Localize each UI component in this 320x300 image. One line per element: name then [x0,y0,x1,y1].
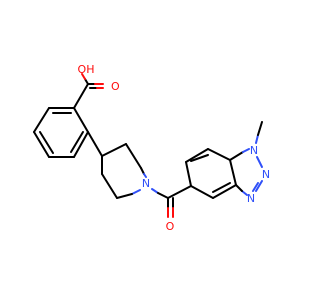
bond [167,185,192,199]
bond [81,73,86,80]
bond [185,148,209,163]
triazole-n-label: N [247,192,255,205]
bond [73,107,89,133]
bond [207,148,231,161]
carboxyl-group: OH O [73,63,120,109]
bond [256,156,263,168]
bond [242,148,250,153]
molecule-structure: OH O N O [33,63,270,233]
bond [255,180,263,192]
piperidine-n-label: N [142,177,150,190]
bond [33,107,50,133]
bond [185,161,192,187]
triazole-n-label: N [262,168,270,181]
bond [73,131,89,158]
triazole-ring: N N N [229,144,270,205]
bond [190,185,214,199]
bond [39,131,54,154]
n-methyl-group [255,121,263,144]
piperidine-ring: N [87,131,150,199]
acid-oxygen-label: O [111,80,120,93]
bond [257,121,263,136]
benzoic-ring [33,107,89,158]
oh-label: OH [78,63,95,76]
bond [101,173,118,199]
bond [229,159,237,186]
methyl-n-label: N [250,144,258,157]
bond [157,192,169,199]
bond [87,131,103,157]
bond [131,189,141,195]
bond [73,83,89,109]
amide-group: O [151,185,192,233]
structure-canvas: OH O N O [33,63,270,233]
bond [212,184,237,199]
bond [212,182,231,193]
bond [252,182,259,192]
bond [229,151,244,161]
bond [125,143,142,169]
bond [255,134,259,144]
bond [190,154,209,162]
bond [143,173,147,178]
amide-oxygen-label: O [166,220,175,233]
bond [33,131,50,158]
bond [101,143,127,157]
bond [116,193,133,199]
bond [235,184,243,192]
bond [151,188,159,194]
bond [140,167,145,175]
bond [70,131,84,153]
benzotriazole-benzene-ring [185,148,237,199]
bond [241,190,248,196]
